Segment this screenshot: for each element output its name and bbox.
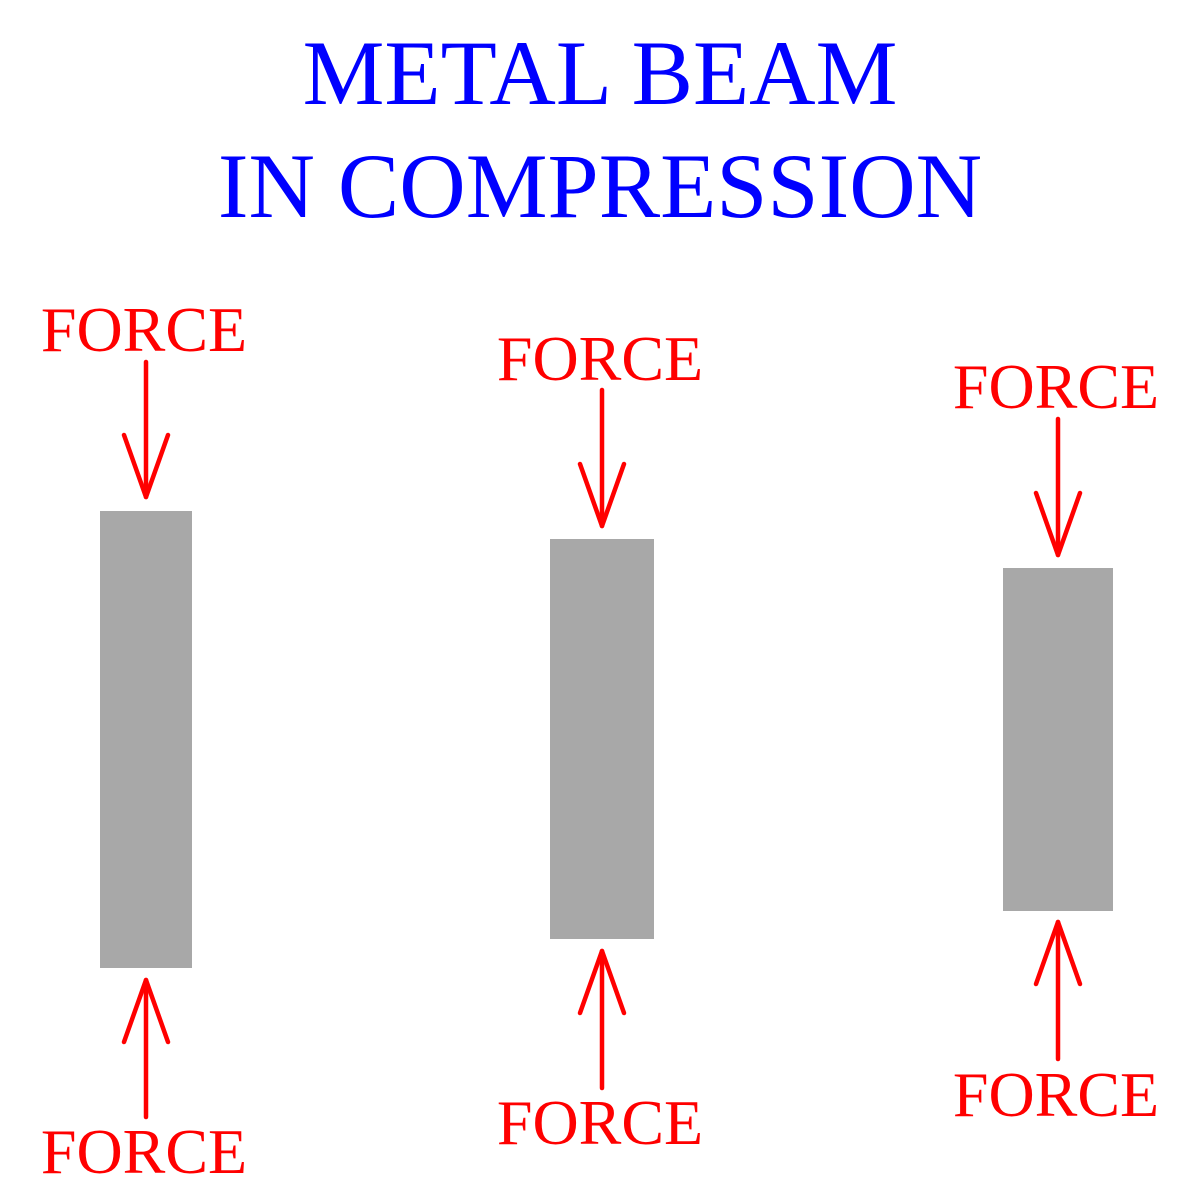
force-label-beam-1-bottom: FORCE — [40, 1116, 248, 1187]
force-label-beam-2-top: FORCE — [496, 323, 704, 394]
force-label-beam-3-top: FORCE — [952, 351, 1160, 422]
arrow-beam-2-bottom — [577, 948, 627, 1091]
force-label-beam-1-top: FORCE — [40, 294, 248, 365]
arrow-beam-1-bottom — [121, 977, 171, 1120]
arrow-beam-3-top — [1033, 416, 1083, 558]
diagram-title-line-2: IN COMPRESSION — [217, 135, 983, 237]
force-label-beam-2-bottom: FORCE — [496, 1087, 704, 1158]
beam-3 — [1003, 568, 1113, 911]
arrow-beam-1-top — [121, 359, 171, 500]
beam-2 — [550, 539, 654, 939]
diagram-title-line-1: METAL BEAM — [302, 22, 898, 124]
beam-1 — [100, 511, 192, 968]
arrow-beam-3-bottom — [1033, 919, 1083, 1062]
arrow-beam-2-top — [577, 387, 627, 529]
force-label-beam-3-bottom: FORCE — [952, 1059, 1160, 1130]
